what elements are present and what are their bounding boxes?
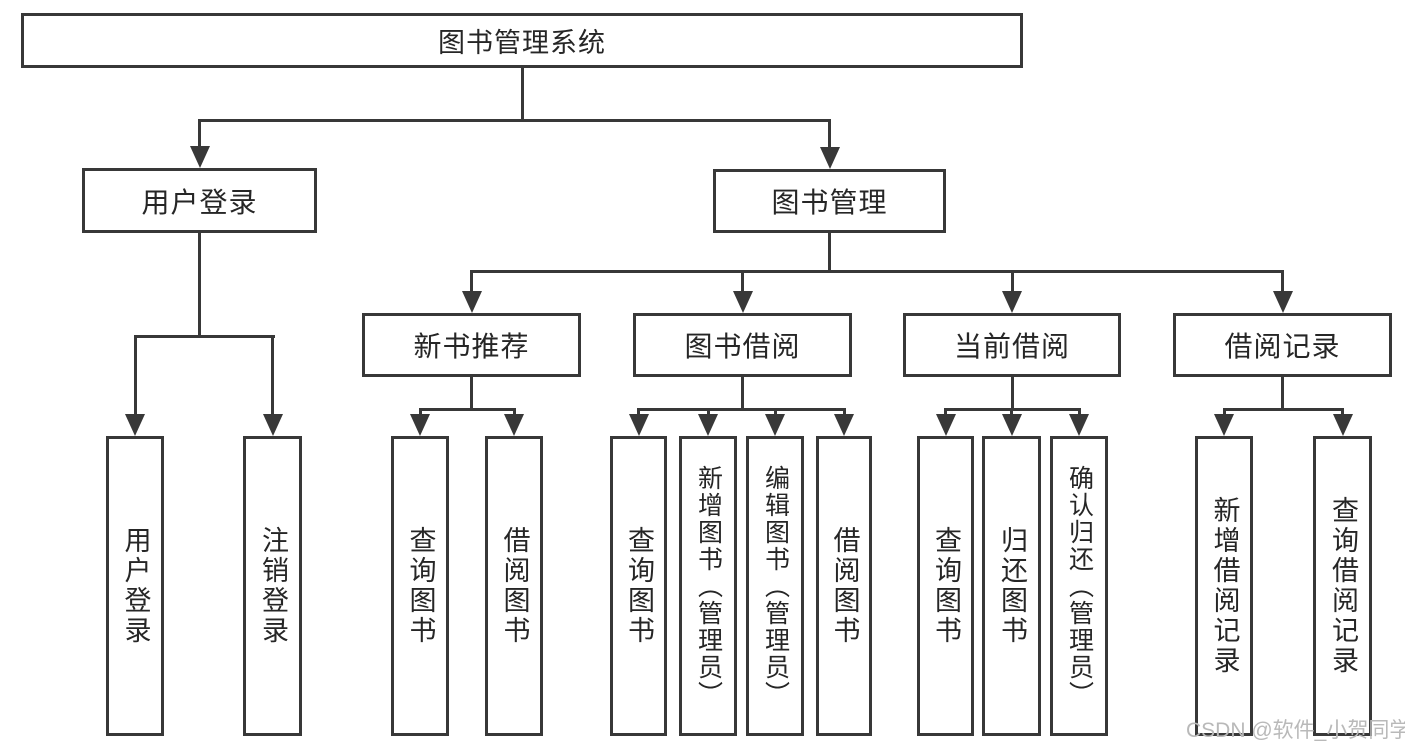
arrow-down-icon — [1002, 291, 1022, 313]
connector-line — [418, 408, 422, 417]
connector-line — [1281, 270, 1284, 292]
arrow-down-icon — [765, 414, 785, 436]
connector-line — [842, 408, 846, 417]
arrow-down-icon — [410, 414, 430, 436]
connector-line — [133, 335, 275, 338]
arrow-down-icon — [125, 414, 145, 436]
connector-line — [706, 408, 710, 417]
arrow-down-icon — [834, 414, 854, 436]
arrow-down-icon — [1069, 414, 1089, 436]
leaf-add-borrow-record: 新增借阅记录 — [1195, 436, 1253, 736]
connector-line — [1077, 408, 1081, 417]
watermark: CSDN @软件_小贺同学 — [1186, 719, 1405, 742]
leaf-add-borrow-record-label: 新增借阅记录 — [1209, 496, 1240, 676]
connector-line — [470, 270, 473, 292]
node-book-borrow-label: 图书借阅 — [684, 331, 801, 362]
node-book-borrow: 图书借阅 — [633, 313, 852, 377]
connector-line — [1341, 408, 1344, 417]
connector-line — [944, 408, 947, 417]
connector-line — [198, 119, 831, 122]
leaf-confirm-return-admin: 确认归还（管理员） — [1050, 436, 1108, 736]
connector-line — [637, 408, 640, 417]
arrow-down-icon — [262, 414, 283, 436]
leaf-return-books-label: 归还图书 — [997, 526, 1027, 646]
connector-line — [133, 335, 137, 415]
node-book-management: 图书管理 — [713, 169, 946, 233]
connector-line — [1222, 408, 1344, 411]
node-user-login-label: 用户登录 — [141, 186, 258, 218]
arrow-down-icon — [1001, 414, 1022, 436]
connector-line — [198, 119, 201, 147]
arrow-down-icon — [819, 147, 840, 169]
connector-line — [512, 408, 516, 417]
arrow-down-icon — [732, 291, 753, 313]
connector-line — [828, 119, 831, 148]
leaf-query-books-2-label: 查询图书 — [624, 526, 654, 646]
connector-line — [198, 233, 201, 337]
arrow-down-icon — [1272, 291, 1293, 313]
connector-line — [1010, 270, 1014, 292]
leaf-add-books-admin: 新增图书（管理员） — [679, 436, 737, 736]
leaf-query-books-1-label: 查询图书 — [405, 526, 436, 646]
arrow-down-icon — [628, 414, 649, 436]
leaf-edit-books-admin-label: 编辑图书（管理员） — [761, 464, 790, 708]
leaf-logout: 注销登录 — [243, 436, 302, 736]
connector-line — [1010, 408, 1013, 417]
leaf-borrow-books-2: 借阅图书 — [816, 436, 872, 736]
leaf-borrow-books-1: 借阅图书 — [485, 436, 543, 736]
arrow-down-icon — [504, 414, 524, 436]
leaf-query-books-1: 查询图书 — [391, 436, 449, 736]
arrow-down-icon — [1332, 414, 1353, 436]
connector-line — [637, 408, 846, 411]
node-library-system: 图书管理系统 — [21, 13, 1023, 68]
connector-line — [418, 408, 516, 411]
node-user-login: 用户登录 — [82, 168, 317, 233]
connector-line — [520, 68, 524, 121]
leaf-edit-books-admin: 编辑图书（管理员） — [746, 436, 804, 736]
leaf-logout-label: 注销登录 — [258, 526, 288, 646]
node-new-book-recommend-label: 新书推荐 — [413, 331, 530, 362]
leaf-query-borrow-record: 查询借阅记录 — [1313, 436, 1372, 736]
leaf-return-books: 归还图书 — [982, 436, 1041, 736]
arrow-down-icon — [1214, 414, 1234, 436]
node-borrow-records: 借阅记录 — [1173, 313, 1392, 377]
connector-line — [1010, 377, 1014, 410]
node-new-book-recommend: 新书推荐 — [362, 313, 581, 377]
arrow-down-icon — [935, 414, 956, 436]
leaf-query-books-3-label: 查询图书 — [931, 526, 961, 646]
connector-line — [741, 270, 744, 292]
node-borrow-records-label: 借阅记录 — [1224, 331, 1341, 362]
connector-line — [1222, 408, 1226, 417]
leaf-user-login: 用户登录 — [106, 436, 164, 736]
leaf-borrow-books-1-label: 借阅图书 — [499, 526, 530, 646]
leaf-query-borrow-record-label: 查询借阅记录 — [1328, 496, 1358, 676]
connector-line — [470, 270, 1284, 273]
leaf-borrow-books-2-label: 借阅图书 — [829, 526, 860, 646]
connector-line — [741, 377, 744, 410]
node-current-borrow-label: 当前借阅 — [953, 331, 1070, 362]
leaf-query-books-2: 查询图书 — [610, 436, 667, 736]
connector-line — [271, 335, 274, 415]
connector-line — [828, 233, 831, 272]
leaf-query-books-3: 查询图书 — [917, 436, 974, 736]
leaf-confirm-return-admin-label: 确认归还（管理员） — [1065, 464, 1094, 708]
connector-line — [1281, 377, 1284, 410]
node-current-borrow: 当前借阅 — [903, 313, 1121, 377]
arrow-down-icon — [461, 291, 482, 313]
connector-line — [470, 377, 473, 410]
leaf-add-books-admin-label: 新增图书（管理员） — [694, 464, 723, 708]
arrow-down-icon — [698, 414, 718, 436]
node-library-system-label: 图书管理系统 — [438, 28, 606, 58]
leaf-user-login-label: 用户登录 — [120, 526, 151, 646]
arrow-down-icon — [189, 146, 210, 168]
connector-line — [773, 408, 777, 417]
node-book-management-label: 图书管理 — [771, 187, 888, 218]
